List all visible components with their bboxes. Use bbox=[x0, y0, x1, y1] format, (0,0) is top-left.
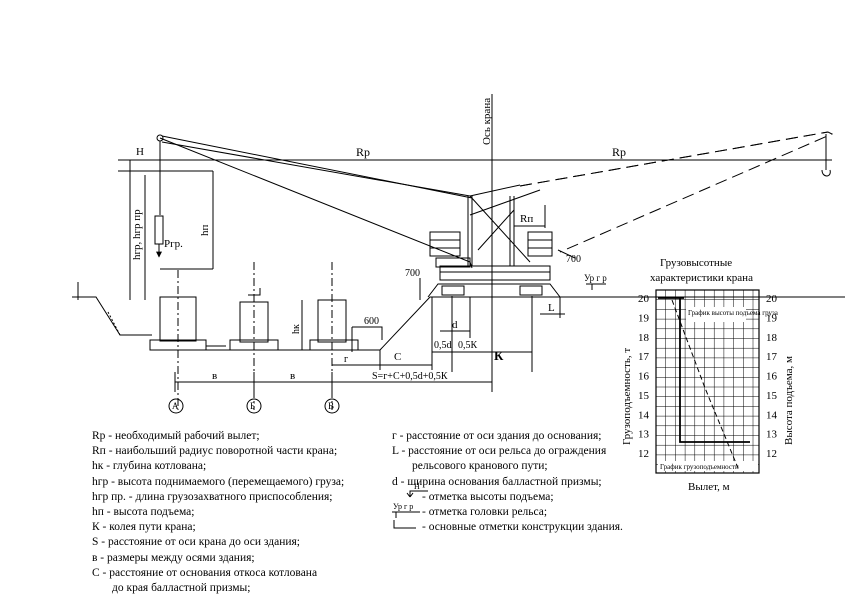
label-ugr: Ур г р bbox=[584, 273, 607, 283]
chart-y-label: Грузоподъемность, т bbox=[621, 348, 633, 445]
chart-y2-tick-label: 13 bbox=[766, 429, 778, 441]
chart-y-tick-label: 20 bbox=[638, 293, 650, 305]
label-d: d bbox=[452, 319, 458, 331]
legend-item: - основные отметки конструкции здания. bbox=[422, 521, 623, 534]
label-rp-right: Rp bbox=[612, 145, 626, 159]
chart-y-tick-label: 18 bbox=[638, 332, 650, 344]
chart-y-tick-label: 13 bbox=[638, 429, 650, 441]
ground-line bbox=[72, 296, 152, 336]
legend-item: Rр - необходимый рабочий вылет; bbox=[92, 430, 260, 442]
chart-frame bbox=[655, 289, 760, 474]
legend-item: S - расстояние от оси крана до оси здани… bbox=[92, 536, 300, 549]
chart-y-tick-label: 17 bbox=[638, 351, 650, 363]
legend-item: рельсового кранового пути; bbox=[412, 460, 548, 473]
crane-boom bbox=[159, 137, 473, 269]
legend-item: hк - глубина котлована; bbox=[92, 460, 207, 473]
crane-tower bbox=[467, 184, 541, 266]
label-s-formula: S=г+С+0,5d+0,5К bbox=[372, 371, 448, 382]
label-700-left: 700 bbox=[405, 268, 420, 279]
crane-base bbox=[439, 265, 551, 281]
load-block bbox=[154, 215, 164, 245]
legend-item: L - расстояние от оси рельса до огражден… bbox=[392, 445, 607, 458]
symbol-height-mark bbox=[409, 490, 428, 497]
label-axis-b: Б bbox=[250, 401, 255, 411]
label-hk: hк bbox=[291, 324, 302, 334]
label-axis-v: В bbox=[328, 401, 334, 411]
chart-y-tick-label: 15 bbox=[638, 390, 650, 402]
legend-item: d - ширина основания балластной призмы; bbox=[392, 475, 602, 488]
label-rn: Rп bbox=[520, 213, 533, 225]
label-v1: в bbox=[212, 370, 217, 382]
chart-y2-tick-label: 16 bbox=[766, 371, 778, 383]
label-rp-left: Rp bbox=[356, 145, 370, 159]
label-pgr: Ргр. bbox=[164, 238, 183, 250]
label-half-d: 0,5d bbox=[434, 340, 452, 351]
foundation-A bbox=[149, 270, 207, 410]
label-crane-axis: Ось крана bbox=[481, 98, 493, 145]
legend-item: Rп - наибольший радиус поворотной части … bbox=[92, 445, 338, 458]
axis-circle-B bbox=[246, 398, 262, 414]
legend-item: hгр - высота поднимаемого (перемещаемого… bbox=[92, 475, 345, 488]
chart-y2-tick-label: 18 bbox=[766, 332, 778, 344]
chart-y2-tick-label: 19 bbox=[766, 312, 778, 324]
chart-x-label: Вылет, м bbox=[688, 481, 730, 493]
chart-annotation-height: График высоты подъема груза bbox=[688, 309, 779, 317]
legend-left: Rр - необходимый рабочий вылет; Rп - наи… bbox=[92, 430, 345, 598]
symbol-building-mark bbox=[393, 520, 416, 529]
chart-load-curve bbox=[679, 298, 750, 443]
chart-annotation-load: График грузоподъемности bbox=[660, 463, 739, 471]
label-hgr: hгр, hгр пр bbox=[131, 209, 143, 260]
legend-item: - отметка высоты подъема; bbox=[422, 490, 554, 503]
label-half-k: 0,5К bbox=[458, 340, 478, 351]
load-height-chart: Грузовысотные характеристики крана 12 13 1… bbox=[621, 257, 795, 493]
label-c: С bbox=[394, 351, 401, 363]
chart-title-line1: Грузовысотные bbox=[660, 257, 732, 269]
legend-item: в - размеры между осями здания; bbox=[92, 551, 255, 564]
legend-right: г - расстояние от оси здания до основани… bbox=[392, 430, 623, 537]
legend-item: г - расстояние от оси здания до основани… bbox=[392, 430, 602, 442]
label-r: г bbox=[344, 354, 348, 365]
label-l: L bbox=[548, 302, 555, 314]
chart-y2-tick-label: 17 bbox=[766, 351, 778, 363]
label-axis-a: А bbox=[172, 401, 179, 411]
chart-y2-tick-label: 15 bbox=[766, 390, 778, 402]
chart-y-tick-label: 14 bbox=[638, 409, 650, 421]
legend-item: hп - высота подъема; bbox=[92, 505, 195, 518]
label-600: 600 bbox=[364, 316, 379, 327]
chart-y-tick-label: 16 bbox=[638, 371, 650, 383]
chart-y-tick-label: 19 bbox=[638, 312, 650, 324]
label-v2: в bbox=[290, 370, 295, 382]
legend-item: - отметка головки рельса; bbox=[422, 505, 548, 518]
chart-y-tick-label: 12 bbox=[638, 448, 649, 460]
chart-title-line2: характеристики крана bbox=[650, 272, 753, 284]
symbol-h-label: H bbox=[414, 482, 420, 491]
foundation-V bbox=[309, 262, 359, 410]
chart-y2-label: Высота подъема, м bbox=[783, 356, 795, 445]
chart-y2-tick-label: 14 bbox=[766, 409, 778, 421]
axis-circle-V bbox=[324, 398, 340, 414]
label-hp: hп bbox=[199, 225, 211, 237]
chart-y2-tick-label: 12 bbox=[766, 448, 777, 460]
legend-item: К - колея пути крана; bbox=[92, 521, 196, 534]
symbol-rail-mark bbox=[392, 511, 420, 518]
label-H: H bbox=[136, 146, 144, 158]
label-700-right: 700 bbox=[566, 254, 581, 265]
symbol-ugr-label: Ур г р bbox=[393, 502, 413, 511]
crane-boom-dashed bbox=[519, 131, 834, 253]
label-k: К bbox=[494, 348, 504, 363]
legend-item: до края балластной призмы; bbox=[112, 581, 251, 594]
ballast-prism bbox=[427, 283, 561, 298]
chart-y2-tick-label: 20 bbox=[766, 293, 778, 305]
legend-item: С - расстояние от основания откоса котло… bbox=[92, 566, 318, 579]
excavation-slope bbox=[379, 296, 845, 351]
legend-item: hгр пр. - длина грузозахватного приспосо… bbox=[92, 490, 333, 503]
axis-circle-A bbox=[168, 398, 184, 414]
